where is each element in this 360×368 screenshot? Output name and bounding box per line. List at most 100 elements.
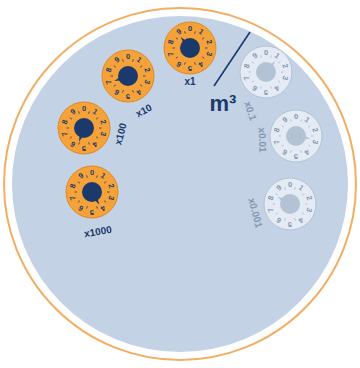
dial-tick [308,145,310,146]
dial-tick [122,59,124,61]
dial-tick [114,85,116,86]
dial-tick [305,204,308,205]
dial-tick [107,192,110,193]
dial-tick [88,142,90,144]
meter-rim [4,8,356,360]
dial-tick [300,150,302,152]
dial-tick [78,111,80,113]
meter-face [12,16,348,352]
dial-tick [184,62,186,64]
dial-tick [290,150,292,152]
dial-digit: 5 [126,92,130,100]
dial-tick [202,38,204,39]
dial-tick [96,137,98,138]
dial-face [270,110,322,162]
dial-pointer [295,132,311,142]
dial-tick [78,182,80,183]
dial-group [58,22,322,230]
dial-tick [202,57,204,58]
dial-tick [302,194,304,195]
dial-digit: 5 [188,64,192,72]
dial-tick [70,118,72,119]
dial-tick [284,218,286,220]
dial-tick [260,86,262,88]
dial-tick [86,206,88,208]
dial-tick [176,57,178,58]
dial-tick [132,90,134,92]
dial-pointer [275,193,292,207]
dial-tick [260,55,262,57]
dial [264,178,316,230]
dial-tick [104,201,106,202]
dial-tick [282,145,284,146]
dial-digit: 0 [188,25,192,33]
dial-digit: 5 [294,152,298,160]
dial-tick [143,76,146,77]
dial-face [240,46,292,98]
dial-tick [140,85,142,86]
dial-tick [194,62,196,64]
dial-digit: 0 [126,53,130,61]
dial-tick [132,59,134,61]
dial-tick [294,218,296,220]
dial-pointer [75,127,87,143]
dial-digit: 0 [264,49,268,57]
dial-tick [96,118,98,119]
dial-tick [88,111,90,113]
dial-tick [252,62,254,63]
dial-tick [78,201,80,202]
dial-face [164,22,216,74]
dial-digit: 5 [264,88,268,96]
dial [58,102,110,154]
dial-tick [104,182,106,183]
dial [102,50,154,102]
dial-tick [114,66,116,67]
dial [164,22,216,74]
dial [66,166,118,218]
dial-face [66,166,118,218]
dial-face [58,102,110,154]
dial-digit: 5 [90,208,94,216]
dial-tick [278,62,280,63]
dial-tick [176,38,178,39]
dial-tick [122,90,124,92]
dial-face [264,178,316,230]
dial-tick [290,119,292,121]
dial-pointer [263,58,278,74]
dial-tick [173,48,176,49]
dial-tick [75,192,78,193]
dial-tick [78,142,80,144]
dial-tick [294,187,296,189]
dial-face [102,50,154,102]
dial-tick [99,128,102,129]
dial-digit: 0 [90,169,94,177]
dial-tick [276,213,278,214]
dial-digit: 0 [82,105,86,113]
dial-tick [308,126,310,127]
dial-tick [67,128,70,129]
dial-pointer [178,34,193,50]
multiplier-label: x1 [184,77,195,87]
dial-tick [249,72,252,73]
unit-label: m³ [210,93,237,115]
dial-tick [276,194,278,195]
dial-digit: 0 [288,181,292,189]
dial-tick [194,31,196,33]
dial-pointer [113,72,129,84]
dial-digit: 5 [82,144,86,152]
dial-digit: 5 [288,220,292,228]
dial-tick [278,81,280,82]
dial-tick [270,86,272,88]
dial-tick [300,119,302,121]
dial-tick [282,126,284,127]
dial-tick [252,81,254,82]
dial-tick [281,72,284,73]
dial-tick [96,175,98,177]
dial-tick [302,213,304,214]
dial [240,46,292,98]
dial-tick [184,31,186,33]
dial-tick [205,48,208,49]
dial-tick [70,137,72,138]
